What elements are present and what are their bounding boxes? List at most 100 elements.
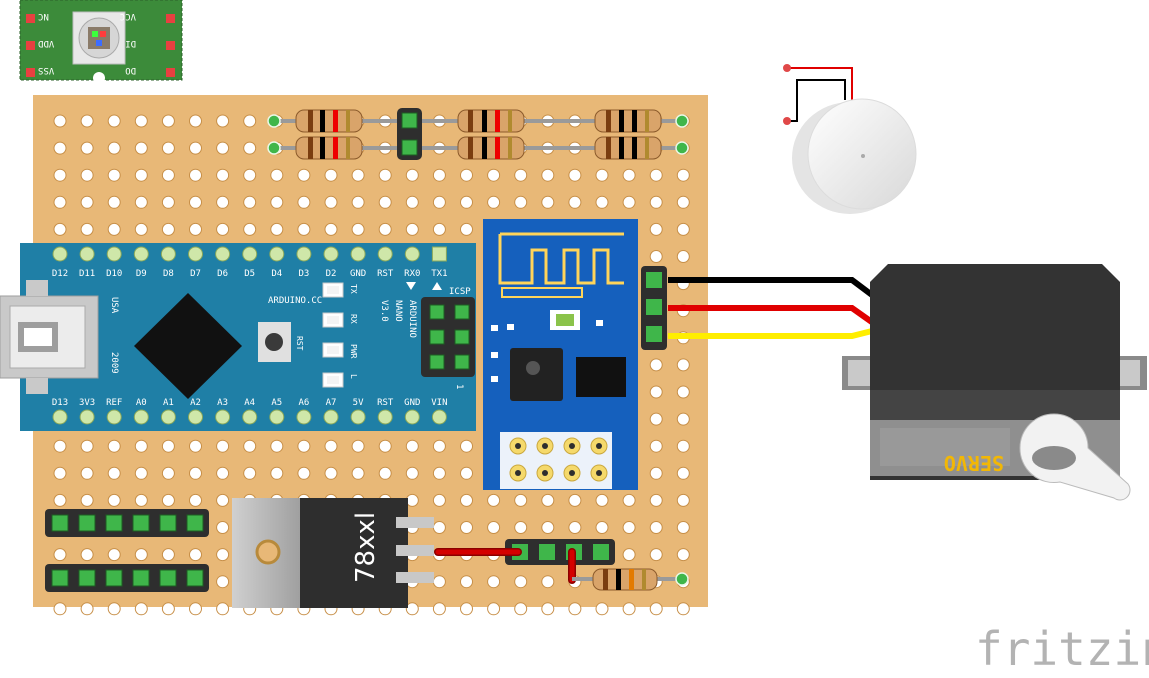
board-hole[interactable] [595, 168, 609, 182]
board-hole[interactable] [216, 195, 230, 209]
board-hole[interactable] [134, 548, 148, 562]
board-hole[interactable] [351, 195, 365, 209]
board-hole[interactable] [297, 439, 311, 453]
voltage-regulator[interactable]: 78xxl [232, 498, 434, 608]
board-hole[interactable] [189, 195, 202, 209]
nano-pin[interactable] [377, 246, 393, 262]
board-hole[interactable] [514, 602, 528, 616]
board-hole[interactable] [80, 602, 94, 616]
board-hole[interactable] [216, 439, 230, 453]
board-hole[interactable] [189, 168, 202, 182]
board-hole[interactable] [107, 602, 121, 616]
board-hole[interactable] [161, 114, 175, 128]
icsp-pin[interactable] [429, 329, 445, 345]
board-hole[interactable] [460, 439, 473, 453]
board-hole[interactable] [514, 521, 528, 534]
board-hole[interactable] [432, 493, 446, 507]
board-hole[interactable] [351, 168, 365, 182]
header-pin[interactable] [159, 514, 177, 532]
board-hole[interactable] [243, 466, 257, 480]
board-hole[interactable] [432, 195, 446, 209]
board-hole[interactable] [595, 195, 609, 209]
nano-pin[interactable] [242, 409, 258, 425]
board-hole[interactable] [676, 195, 690, 209]
board-hole[interactable] [595, 493, 609, 507]
board-hole[interactable] [216, 493, 230, 507]
board-hole[interactable] [568, 493, 582, 507]
board-hole[interactable] [216, 548, 230, 562]
header-pin[interactable] [51, 569, 69, 587]
board-hole[interactable] [622, 548, 636, 562]
board-hole[interactable] [134, 466, 148, 480]
nano-pin[interactable] [215, 246, 231, 262]
nano-pin[interactable] [296, 246, 312, 262]
board-hole[interactable] [487, 521, 501, 534]
board-hole[interactable] [134, 195, 148, 209]
board-hole[interactable] [568, 602, 582, 616]
board-hole[interactable] [676, 358, 690, 372]
board-hole[interactable] [243, 114, 257, 128]
board-hole[interactable] [297, 168, 311, 182]
board-hole[interactable] [134, 114, 148, 128]
board-hole[interactable] [243, 141, 257, 155]
board-hole[interactable] [351, 439, 365, 453]
board-hole[interactable] [53, 195, 67, 209]
nano-pin[interactable] [431, 409, 447, 425]
board-hole[interactable] [189, 114, 202, 128]
board-hole[interactable] [432, 439, 446, 453]
board-hole[interactable] [622, 602, 636, 616]
board-hole[interactable] [324, 168, 338, 182]
board-hole[interactable] [243, 195, 257, 209]
header-pin[interactable] [105, 514, 123, 532]
board-hole[interactable] [161, 466, 175, 480]
board-hole[interactable] [351, 466, 365, 480]
icsp-header[interactable] [421, 297, 475, 377]
board-hole[interactable] [161, 439, 175, 453]
board-hole[interactable] [216, 521, 230, 534]
board-hole[interactable] [216, 141, 230, 155]
board-hole[interactable] [676, 548, 690, 562]
board-hole[interactable] [649, 168, 663, 182]
board-hole[interactable] [297, 222, 311, 236]
board-hole[interactable] [622, 521, 636, 534]
board-hole[interactable] [53, 466, 67, 480]
board-hole[interactable] [676, 439, 690, 453]
board-hole[interactable] [649, 493, 663, 507]
nano-pin[interactable] [323, 409, 339, 425]
board-hole[interactable] [53, 548, 67, 562]
board-hole[interactable] [53, 141, 67, 155]
esp-pin-header[interactable] [500, 432, 612, 489]
board-hole[interactable] [134, 602, 148, 616]
board-hole[interactable] [270, 466, 284, 480]
buzzer-icon[interactable] [783, 64, 917, 214]
board-hole[interactable] [216, 114, 230, 128]
nano-pin[interactable] [323, 246, 339, 262]
header-pin-pair[interactable] [397, 108, 422, 160]
board-hole[interactable] [134, 141, 148, 155]
board-hole[interactable] [134, 439, 148, 453]
nano-pin[interactable] [79, 409, 95, 425]
icsp-pin[interactable] [454, 354, 470, 370]
board-hole[interactable] [487, 602, 501, 616]
header-pin[interactable] [78, 514, 96, 532]
board-hole[interactable] [243, 439, 257, 453]
nano-pin[interactable] [269, 409, 285, 425]
board-hole[interactable] [134, 222, 148, 236]
icsp-pin[interactable] [454, 329, 470, 345]
board-hole[interactable] [107, 493, 121, 507]
board-hole[interactable] [134, 493, 148, 507]
nano-pin[interactable] [188, 409, 203, 425]
board-hole[interactable] [432, 521, 446, 534]
board-hole[interactable] [270, 222, 284, 236]
icsp-pin[interactable] [429, 354, 445, 370]
board-hole[interactable] [487, 575, 501, 589]
board-hole[interactable] [161, 168, 175, 182]
header-row-bottom[interactable] [45, 564, 209, 592]
board-hole[interactable] [541, 493, 555, 507]
board-hole[interactable] [378, 466, 392, 480]
board-hole[interactable] [405, 168, 419, 182]
board-hole[interactable] [107, 548, 121, 562]
board-hole[interactable] [270, 439, 284, 453]
board-hole[interactable] [405, 493, 419, 507]
nano-pin[interactable] [377, 409, 393, 425]
